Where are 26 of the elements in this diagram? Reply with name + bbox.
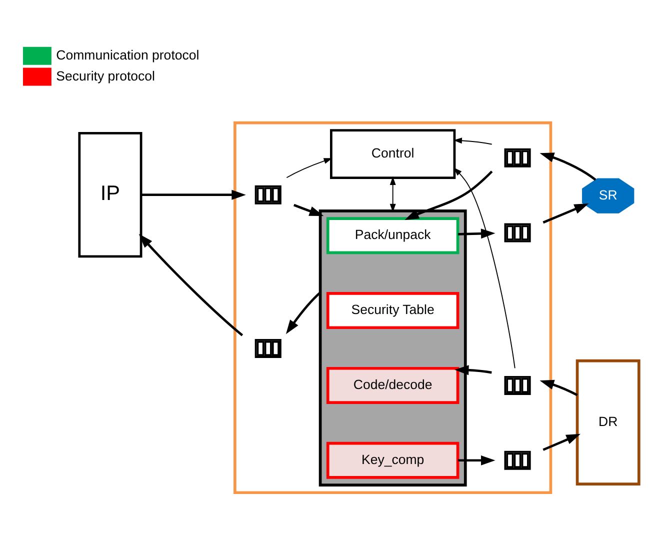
arrow xyxy=(458,228,496,239)
arrow xyxy=(286,292,322,334)
node-box: Security Table xyxy=(326,292,460,330)
arrow xyxy=(454,168,516,369)
node-box: Code/decode xyxy=(326,366,460,404)
arrow xyxy=(458,455,496,466)
arrow xyxy=(542,204,589,224)
arrow xyxy=(390,176,396,212)
node-box: Key_comp xyxy=(326,442,460,479)
arrow xyxy=(138,234,244,336)
legend-label: Security protocol xyxy=(56,68,155,84)
arrow xyxy=(540,380,578,396)
arrow xyxy=(453,138,492,145)
arrow xyxy=(542,434,581,451)
arrow xyxy=(454,365,492,376)
node-box: IP xyxy=(78,132,142,258)
arrow xyxy=(141,190,246,200)
arrow xyxy=(286,158,332,178)
cluster xyxy=(234,121,552,494)
arrow xyxy=(540,152,596,181)
arrow xyxy=(293,204,324,216)
node-box: DR xyxy=(576,359,640,486)
legend-label: Communication protocol xyxy=(56,47,200,62)
node-box: Control xyxy=(330,129,456,179)
node-box: Pack/unpack xyxy=(326,217,460,254)
arrow xyxy=(404,170,493,220)
